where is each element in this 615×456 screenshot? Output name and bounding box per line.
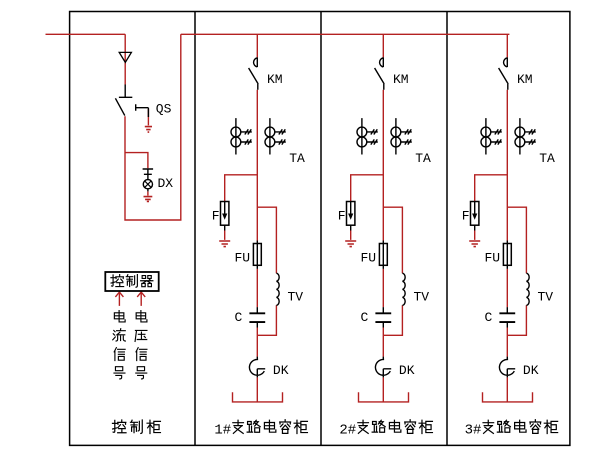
svg-text:3#: 3# <box>465 422 482 438</box>
svg-text:1#: 1# <box>214 422 231 438</box>
svg-text:DX: DX <box>158 176 174 191</box>
svg-text:F: F <box>212 208 220 223</box>
svg-text:DK: DK <box>273 363 289 378</box>
svg-text:F: F <box>462 208 470 223</box>
svg-text:C: C <box>235 310 243 325</box>
svg-text:KM: KM <box>267 72 283 87</box>
svg-text:FU: FU <box>361 250 377 265</box>
svg-text:QS: QS <box>156 102 172 117</box>
svg-text:TA: TA <box>539 151 555 166</box>
svg-text:F: F <box>338 208 346 223</box>
svg-text:DK: DK <box>523 363 539 378</box>
svg-text:KM: KM <box>517 72 533 87</box>
svg-text:TV: TV <box>288 290 304 305</box>
svg-text:C: C <box>485 310 493 325</box>
svg-text:FU: FU <box>235 250 251 265</box>
svg-text:FU: FU <box>485 250 501 265</box>
svg-text:TV: TV <box>538 290 554 305</box>
svg-text:DK: DK <box>399 363 415 378</box>
svg-text:C: C <box>361 310 369 325</box>
svg-text:KM: KM <box>393 72 409 87</box>
svg-text:TV: TV <box>414 290 430 305</box>
svg-text:2#: 2# <box>339 422 356 438</box>
svg-text:TA: TA <box>289 151 305 166</box>
svg-text:TA: TA <box>415 151 431 166</box>
